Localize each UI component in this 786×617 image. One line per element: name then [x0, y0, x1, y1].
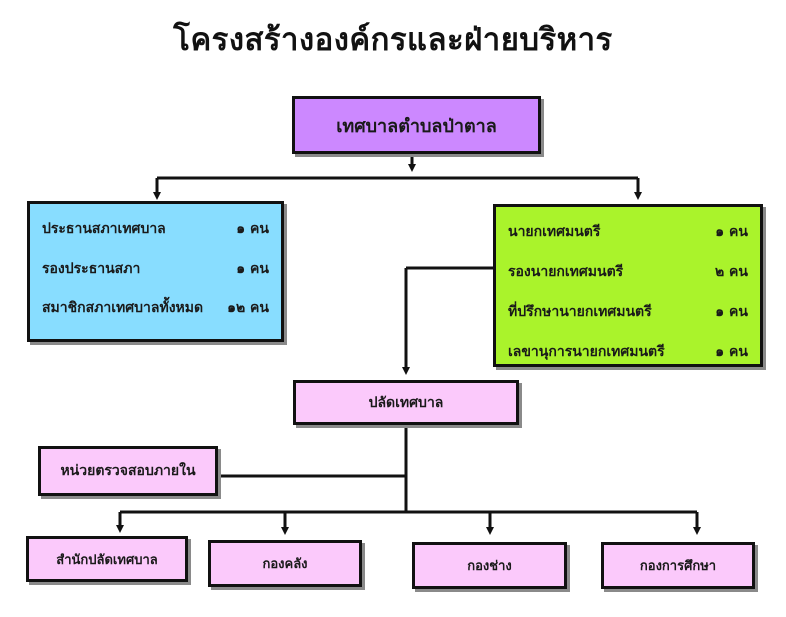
council-row-count: ๑ คน: [236, 221, 269, 237]
executive-row-label: รองนายกเทศมนตรี: [508, 264, 624, 280]
council-row: สมาชิกสภาเทศบาลทั้งหมด ๑๒ คน: [42, 297, 269, 319]
division-box: กองคลัง: [208, 540, 362, 587]
division-box: กองช่าง: [412, 542, 567, 589]
division-box: กองการศึกษา: [601, 542, 755, 589]
audit-box: หน่วยตรวจสอบภายใน: [38, 446, 218, 496]
council-box: ประธานสภาเทศบาล ๑ คน รองประธานสภา ๑ คน ส…: [27, 201, 284, 342]
top-box-label: เทศบาลตำบลป่าตาล: [336, 115, 497, 137]
division-label: กองช่าง: [467, 559, 512, 574]
council-row-label: ประธานสภาเทศบาล: [42, 221, 166, 237]
executive-row: เลขานุการนายกเทศมนตรี ๑ คน: [508, 341, 748, 363]
executive-row: นายกเทศมนตรี ๑ คน: [508, 221, 748, 243]
council-row-count: ๑ คน: [236, 261, 269, 277]
executive-row-count: ๒ คน: [714, 264, 748, 280]
executive-row: ที่ปรึกษานายกเทศมนตรี ๑ คน: [508, 301, 748, 323]
executive-row-label: นายกเทศมนตรี: [508, 224, 601, 240]
executive-box: นายกเทศมนตรี ๑ คน รองนายกเทศมนตรี ๒ คน ท…: [493, 204, 763, 367]
clerk-box: ปลัดเทศบาล: [293, 380, 519, 425]
top-box-municipality: เทศบาลตำบลป่าตาล: [292, 96, 541, 154]
division-label: สำนักปลัดเทศบาล: [56, 552, 158, 568]
council-row-label: สมาชิกสภาเทศบาลทั้งหมด: [42, 300, 204, 316]
executive-row-label: ที่ปรึกษานายกเทศมนตรี: [508, 304, 652, 320]
executive-row-count: ๑ คน: [715, 304, 748, 320]
division-label: กองการศึกษา: [639, 559, 717, 574]
executive-row-count: ๑ คน: [715, 344, 748, 360]
executive-row-label: เลขานุการนายกเทศมนตรี: [508, 344, 665, 360]
audit-label: หน่วยตรวจสอบภายใน: [60, 463, 196, 479]
council-row: รองประธานสภา ๑ คน: [42, 258, 269, 280]
division-box: สำนักปลัดเทศบาล: [26, 536, 188, 582]
executive-row-count: ๑ คน: [715, 224, 748, 240]
council-row: ประธานสภาเทศบาล ๑ คน: [42, 218, 269, 240]
page-title: โครงสร้างองค์กรและฝ่ายบริหาร: [173, 22, 613, 58]
council-row-count: ๑๒ คน: [227, 300, 269, 316]
division-label: กองคลัง: [262, 557, 308, 572]
executive-row: รองนายกเทศมนตรี ๒ คน: [508, 261, 748, 283]
council-row-label: รองประธานสภา: [42, 261, 141, 277]
clerk-label: ปลัดเทศบาล: [368, 394, 444, 411]
